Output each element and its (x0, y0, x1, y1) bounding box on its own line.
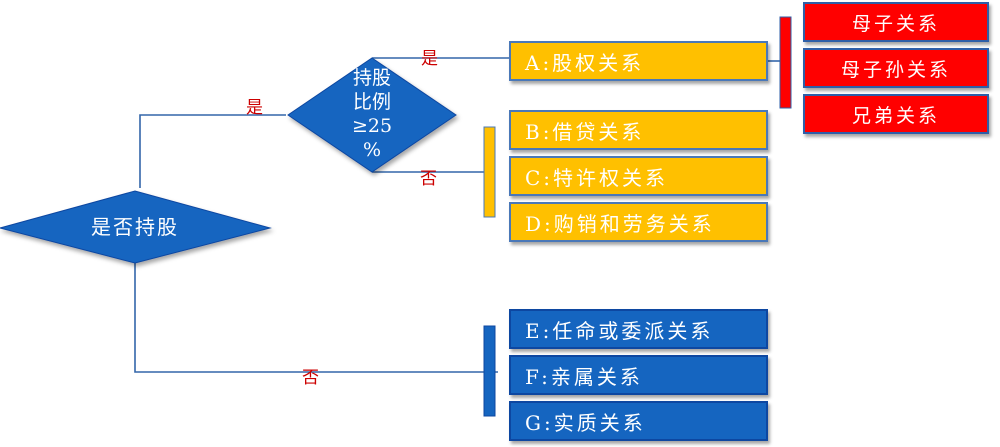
box-e-appointment: E:任命或委派关系 (509, 309, 768, 349)
label-ratio-no: 否 (420, 169, 437, 189)
diamond-ratio (287, 57, 457, 173)
diamond-main-label: 是否持股 (91, 215, 179, 239)
bracket-red (779, 16, 792, 109)
diamond-ratio-label: 持股 比例 ≥25 % (332, 66, 412, 162)
diamond-ratio-line-4: % (362, 139, 382, 161)
box-parent-child: 母子关系 (803, 2, 989, 42)
bracket-blue (483, 325, 496, 417)
box-a-equity: A:股权关系 (509, 41, 768, 81)
box-f-relatives: F:亲属关系 (509, 355, 768, 395)
edge-main-no (134, 263, 498, 373)
bracket-orange (483, 126, 496, 218)
label-ratio-yes: 是 (421, 49, 438, 69)
box-c-franchise: C:特许权关系 (509, 156, 768, 196)
box-siblings: 兄弟关系 (803, 94, 989, 134)
label-main-yes: 是 (246, 98, 263, 118)
box-d-purchase-sales: D:购销和劳务关系 (509, 202, 768, 242)
label-main-no: 否 (302, 368, 319, 388)
edge-main-yes (139, 114, 286, 188)
diamond-ratio-line-1: 持股 (352, 67, 391, 89)
box-b-lending: B:借贷关系 (509, 110, 768, 150)
diamond-ratio-line-2: 比例 (352, 91, 391, 113)
box-parent-child-grandchild: 母子孙关系 (803, 48, 989, 88)
box-g-substantive: G:实质关系 (509, 401, 768, 441)
diamond-main (0, 190, 272, 264)
diamond-ratio-line-3: ≥25 (351, 115, 393, 137)
